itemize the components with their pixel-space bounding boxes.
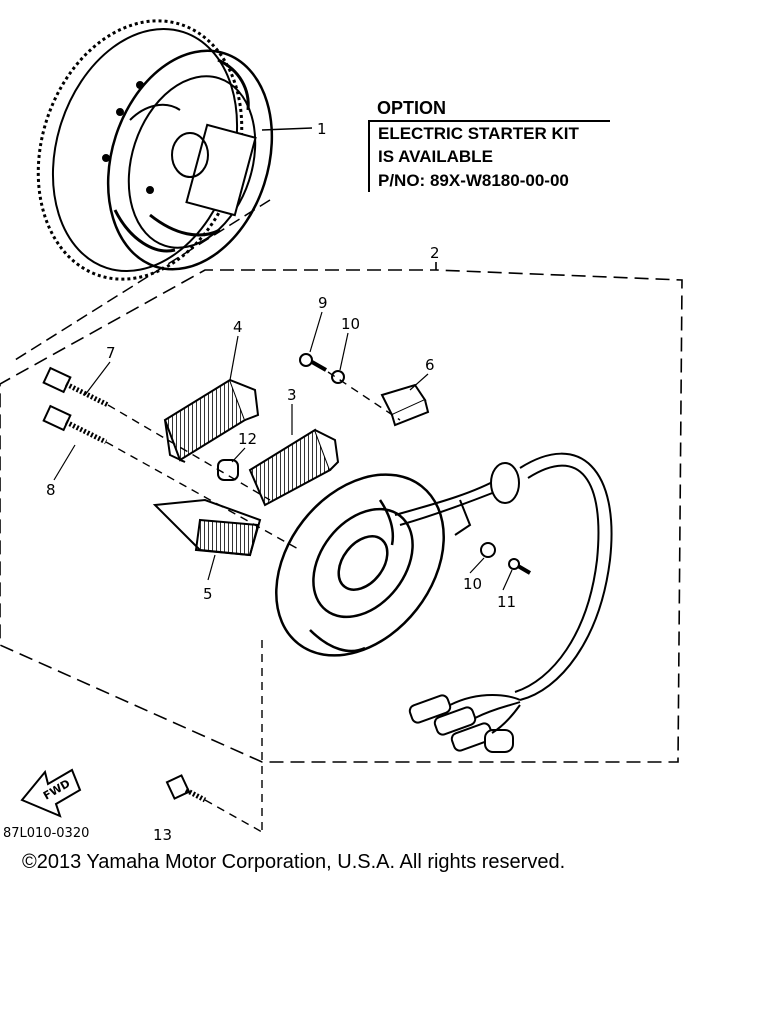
callout-8: 8	[46, 481, 56, 499]
option-line-3: P/NO: 89X-W8180-00-00	[378, 171, 569, 190]
source-coil	[152, 498, 262, 557]
callout-11: 11	[497, 593, 516, 611]
callout-2: 2	[430, 244, 440, 262]
wire-connectors	[408, 694, 521, 753]
charge-coil	[163, 378, 260, 463]
lighting-coil	[248, 428, 340, 507]
callout-10-lower: 10	[463, 575, 482, 593]
option-line-2: IS AVAILABLE	[378, 147, 493, 166]
stator-assembly-outline	[0, 262, 683, 763]
callout-1: 1	[317, 120, 327, 138]
washer-10-lower	[480, 542, 496, 558]
callout-6: 6	[425, 356, 435, 374]
callout-labels: 1 2 3 4 5 6 7 8 9 10 10 11 12 13	[46, 120, 516, 844]
callout-9: 9	[318, 294, 328, 312]
leader-lines	[53, 311, 513, 591]
rectifier-6	[380, 383, 430, 427]
screw-9	[299, 353, 327, 372]
callout-10-top: 10	[341, 315, 360, 333]
callout-12: 12	[238, 430, 257, 448]
option-line-1: ELECTRIC STARTER KIT	[378, 124, 579, 143]
callout-3: 3	[287, 386, 297, 404]
bolt-7	[42, 366, 110, 408]
wire-harness	[394, 452, 613, 701]
callout-7: 7	[106, 344, 116, 362]
flywheel	[36, 19, 274, 281]
bolt-8	[42, 404, 108, 445]
callout-5: 5	[203, 585, 213, 603]
copyright-notice: ©2013 Yamaha Motor Corporation, U.S.A. A…	[22, 851, 566, 873]
spacer	[217, 459, 239, 481]
option-title: OPTION	[377, 98, 447, 118]
alignment-lines	[105, 371, 401, 833]
screw-11	[508, 558, 532, 575]
reference-code: 87L010-0320	[3, 826, 90, 841]
callout-4: 4	[233, 318, 243, 336]
fwd-arrow-icon: FWD	[20, 768, 82, 818]
option-note-box: ELECTRIC STARTER KIT IS AVAILABLE P/NO: …	[368, 120, 610, 192]
stator-base-plate	[275, 473, 445, 657]
bolt-13	[165, 774, 207, 803]
callout-13: 13	[153, 826, 172, 844]
